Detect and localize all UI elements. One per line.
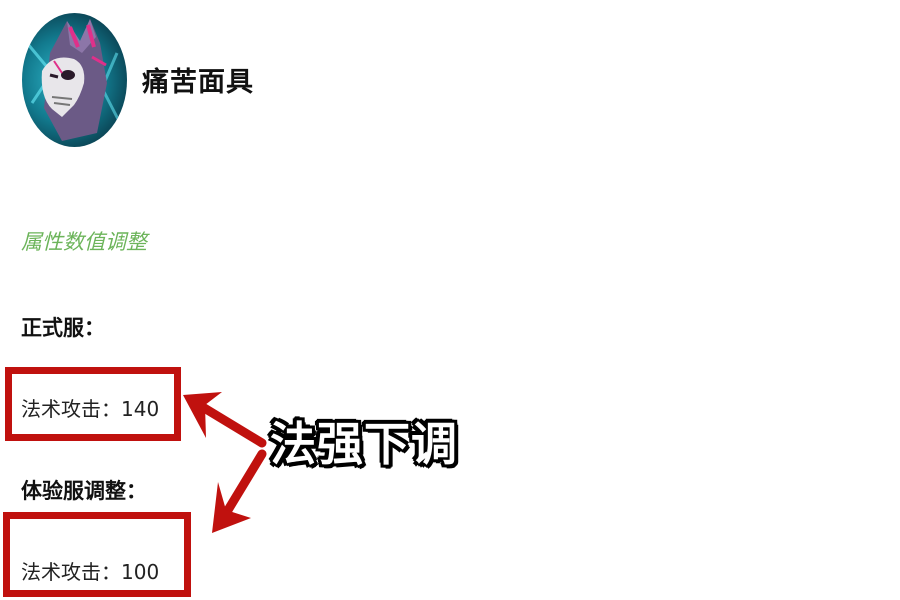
item-icon-skull-mask — [22, 13, 127, 147]
skull-mask-icon — [25, 19, 122, 141]
arrow-up-left-icon — [183, 392, 267, 448]
test-server-label: 体验服调整： — [21, 479, 147, 503]
test-server-highlight-box — [3, 512, 191, 597]
live-server-magic-attack: 法术攻击：140 — [21, 397, 160, 421]
section-label-attribute-adjustment: 属性数值调整 — [21, 230, 147, 254]
live-server-highlight-box — [5, 367, 181, 441]
item-name: 痛苦面具 — [142, 67, 254, 98]
callout-magic-power-reduced: 法强下调 — [270, 417, 458, 471]
test-server-magic-attack: 法术攻击：100 — [21, 560, 160, 584]
arrow-down-left-icon — [212, 449, 267, 533]
live-server-label: 正式服： — [21, 316, 105, 340]
